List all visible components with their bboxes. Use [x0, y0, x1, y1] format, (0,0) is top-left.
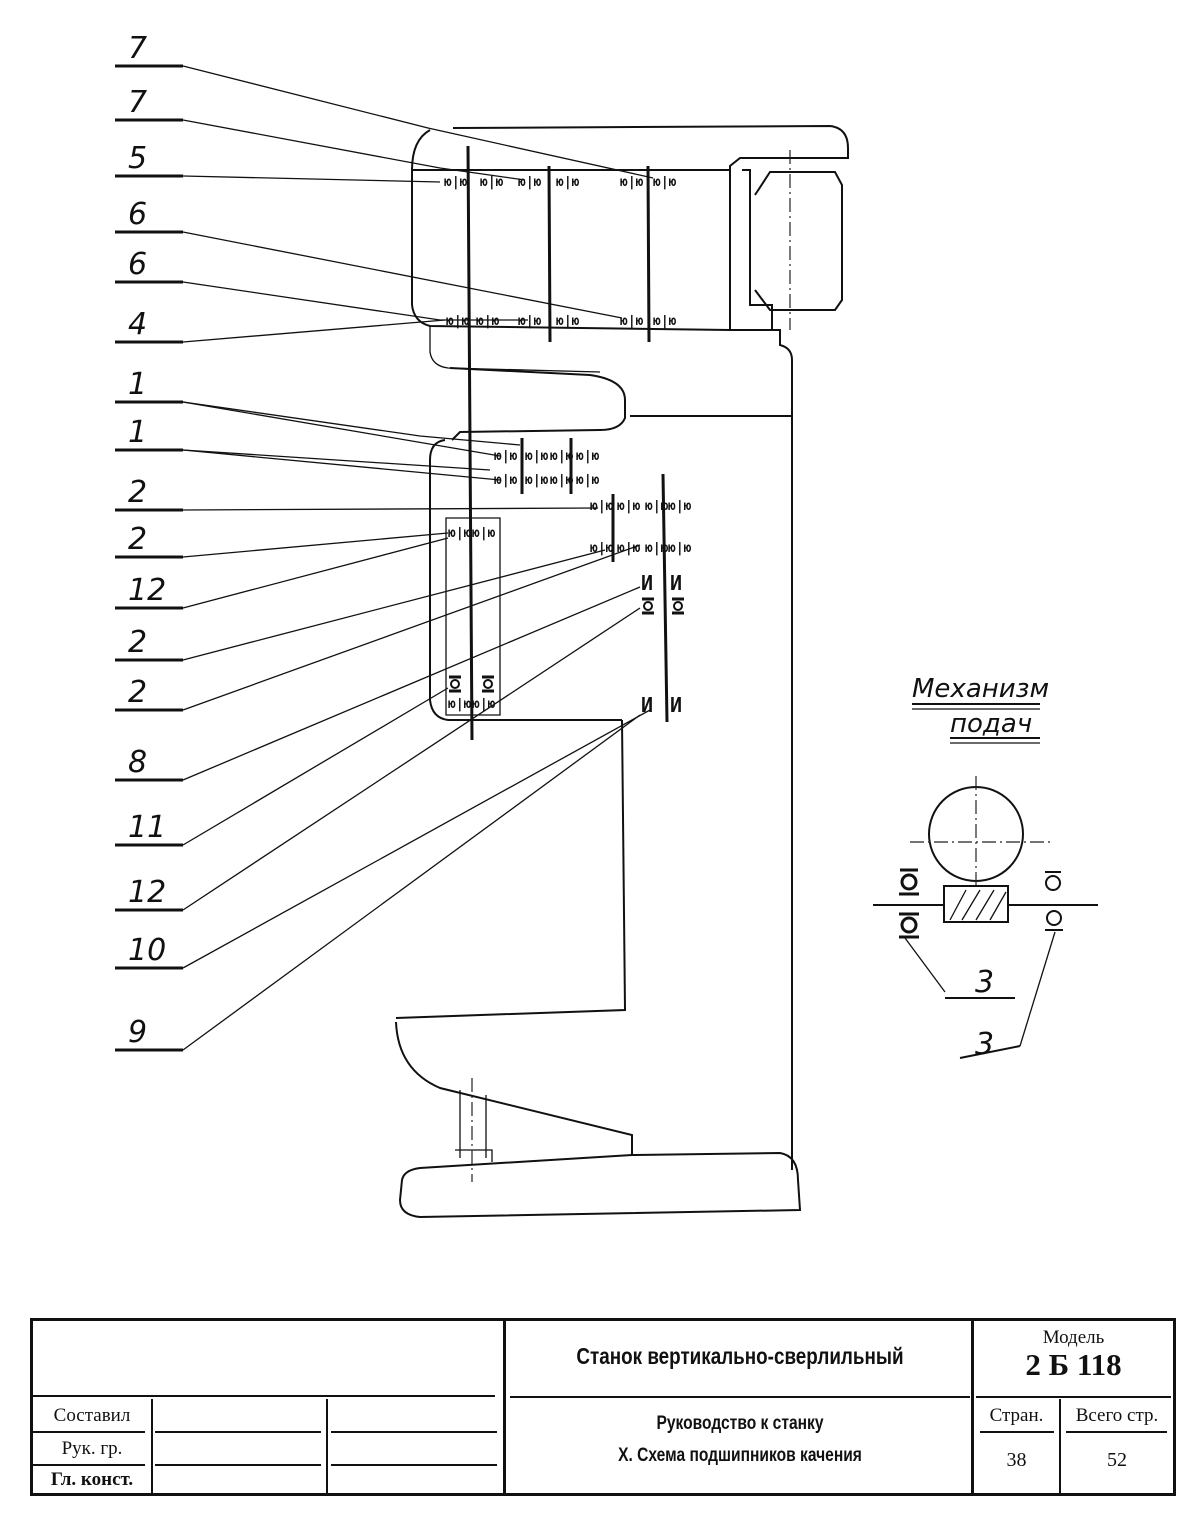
callout-number: 4 [128, 307, 147, 342]
feed-mechanism-title-line2: подач [950, 709, 1032, 739]
ball-bearing-icon: ю|ю [476, 314, 500, 329]
title-block-signatures: Составил Рук. гр. Гл. конст. [33, 1321, 503, 1493]
signature-label-chief-designer: Гл. конст. [50, 1469, 134, 1490]
callout-number: 2 [128, 475, 147, 510]
callout-number: 6 [128, 247, 147, 282]
machine-name: Станок вертикально-сверлильный [576, 1343, 904, 1369]
callout-number: 2 [128, 675, 147, 710]
total-pages-value: 52 [1107, 1449, 1127, 1471]
ball-bearing-icon: ю|ю [668, 541, 692, 556]
model-label: Модель [1042, 1327, 1105, 1348]
title-block-model-pages: Модель 2 Б 118 Стран. Всего стр. 38 52 [971, 1321, 1173, 1493]
callout-number: 8 [128, 745, 147, 780]
feed-mechanism: Механизм подач 3 3 [873, 674, 1098, 1062]
ball-bearing-icon: ю|ю [556, 175, 580, 190]
ball-bearing-icon: ю|ю [668, 499, 692, 514]
callout-number: 7 [128, 31, 147, 66]
callout-number: 1 [128, 367, 147, 402]
callout-number: 7 [128, 85, 147, 120]
model-value: 2 Б 118 [1025, 1347, 1122, 1382]
page-value: 38 [1006, 1449, 1027, 1471]
feed-bearing-left [899, 868, 919, 939]
feed-mechanism-title-line1: Механизм [912, 674, 1049, 704]
ball-bearing-icon: ю|ю [590, 499, 614, 514]
leader-lines [182, 65, 654, 1051]
callout-number: 11 [128, 810, 166, 845]
needle-bearing-icon: И [641, 571, 653, 595]
section-title: X. Схема подшипников качения [618, 1445, 862, 1466]
ball-bearing-icon: ю|ю [645, 499, 669, 514]
ball-bearing-icon: ю|ю [576, 449, 600, 464]
signature-label-compiled: Составил [53, 1405, 131, 1426]
machine-outline [395, 124, 849, 1219]
ball-bearing-icon: ю|ю [472, 697, 496, 712]
ball-bearing-icon: ю|ю [590, 541, 614, 556]
ball-bearing-icon: ю|ю [518, 314, 542, 329]
ball-bearing-icon: ю|ю [448, 526, 472, 541]
ball-bearing-icon: ю|ю [480, 175, 504, 190]
thrust-bearing-icon [482, 675, 494, 693]
shafts [466, 145, 669, 741]
ball-bearing-icon: ю|ю [448, 697, 472, 712]
total-pages-label: Всего стр. [1075, 1405, 1159, 1426]
callout-number: 1 [128, 415, 147, 450]
ball-bearing-icon: ю|ю [472, 526, 496, 541]
ball-bearing-icon: ю|ю [518, 175, 542, 190]
callout-number: 6 [128, 197, 147, 232]
feed-callout-3b: 3 [975, 1027, 994, 1062]
callout-number: 2 [128, 522, 147, 557]
needle-bearing-icon: И [670, 693, 682, 717]
thrust-bearing-icon [449, 675, 461, 693]
feed-bearing-right [1045, 871, 1063, 931]
ball-bearing-icon: ю|ю [620, 314, 644, 329]
thrust-bearing-icon [642, 597, 654, 615]
ball-bearing-icon: ю|ю [550, 449, 574, 464]
title-block: Составил Рук. гр. Гл. конст. Станок верт… [30, 1318, 1176, 1496]
thrust-bearing-icon [672, 597, 684, 615]
needle-bearing-icon: И [641, 693, 653, 717]
page-label: Стран. [989, 1405, 1044, 1426]
callout-number: 12 [128, 875, 166, 910]
callout-number: 9 [128, 1015, 147, 1050]
ball-bearing-icon: ю|ю [525, 449, 549, 464]
ball-bearing-icon: ю|ю [494, 449, 518, 464]
ball-bearing-icon: ю|ю [446, 314, 470, 329]
ball-bearing-icon: ю|ю [444, 175, 468, 190]
ball-bearing-icon: ю|ю [645, 541, 669, 556]
callout-number: 12 [128, 573, 166, 608]
ball-bearing-icon: ю|ю [653, 175, 677, 190]
callout-number: 10 [128, 933, 166, 968]
ball-bearing-icon: ю|ю [620, 175, 644, 190]
ball-bearing-icon: ю|ю [617, 499, 641, 514]
feed-callout-3a: 3 [975, 965, 994, 1000]
ball-bearing-icon: ю|ю [525, 473, 549, 488]
title-block-description: Станок вертикально-сверлильный Руководст… [503, 1321, 974, 1493]
callout-number: 5 [128, 141, 147, 176]
ball-bearing-icon: ю|ю [494, 473, 518, 488]
ball-bearing-icon: ю|ю [576, 473, 600, 488]
callout-number: 2 [128, 625, 147, 660]
ball-bearing-icon: ю|ю [550, 473, 574, 488]
needle-bearing-icon: И [670, 571, 682, 595]
manual-title: Руководство к станку [656, 1413, 824, 1434]
signature-label-group-lead: Рук. гр. [61, 1438, 123, 1459]
ball-bearing-icon: ю|ю [653, 314, 677, 329]
ball-bearing-icon: ю|ю [556, 314, 580, 329]
